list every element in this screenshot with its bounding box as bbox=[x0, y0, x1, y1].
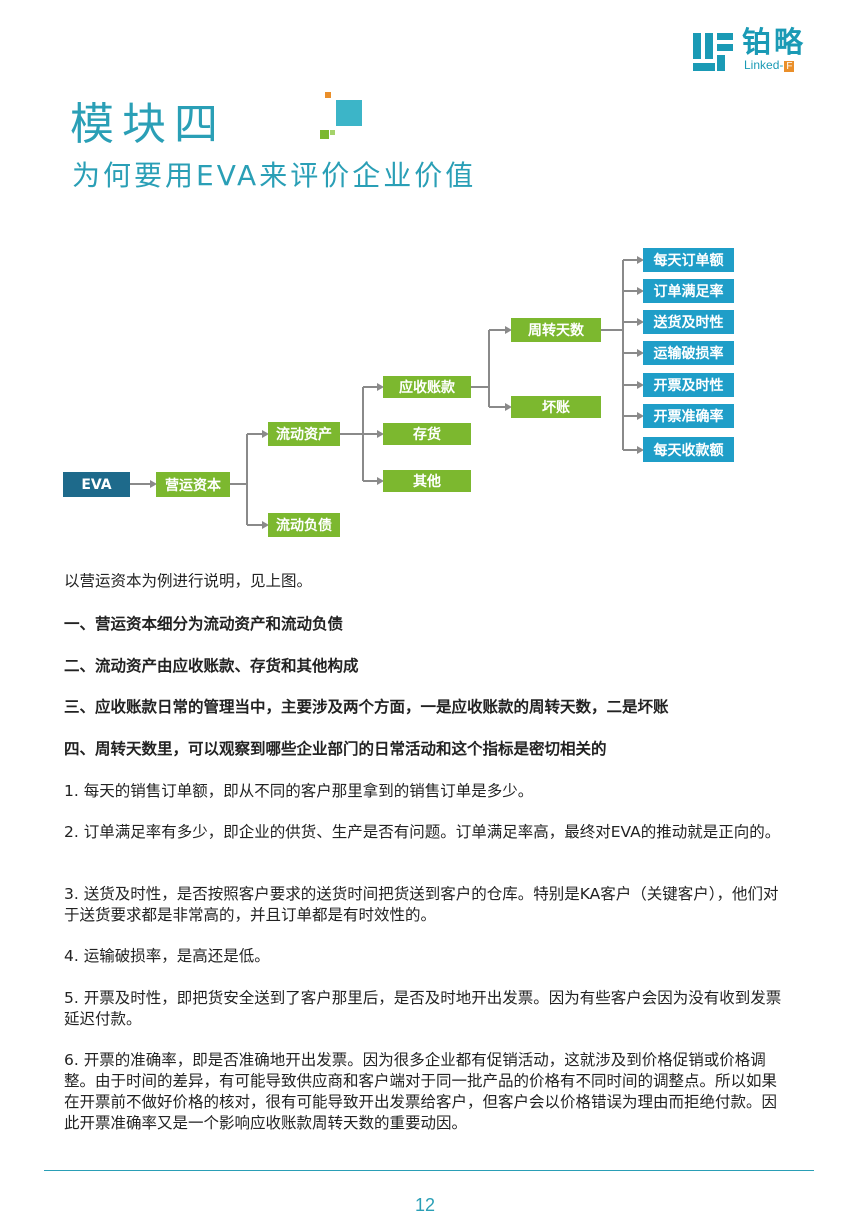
logo-chinese-name: 铂略 bbox=[742, 25, 807, 59]
node-other: 其他 bbox=[383, 470, 471, 492]
item-5: 5. 开票及时性，即把货安全送到了客户那里后，是否及时地开出发票。因为有些客户会… bbox=[64, 989, 782, 1028]
node-inventory: 存货 bbox=[383, 423, 471, 445]
tree-connectors bbox=[130, 256, 644, 529]
item-6: 6. 开票的准确率，即是否准确地开出发票。因为很多企业都有促销活动，这就涉及到价… bbox=[64, 1051, 778, 1132]
node-transport-damage-rate: 运输破损率 bbox=[643, 341, 734, 365]
decor-square-orange bbox=[325, 92, 331, 98]
decor-square-green-small bbox=[320, 130, 329, 139]
node-bad-debt: 坏账 bbox=[511, 396, 601, 418]
logo-english-name: Linked-F bbox=[744, 58, 795, 72]
node-delivery-timeliness: 送货及时性 bbox=[643, 310, 734, 334]
point-4: 四、周转天数里，可以观察到哪些企业部门的日常活动和这个指标是密切相关的 bbox=[64, 740, 607, 758]
item-1: 1. 每天的销售订单额，即从不同的客户那里拿到的销售订单是多少。 bbox=[64, 782, 534, 800]
node-daily-order-amount: 每天订单额 bbox=[643, 248, 734, 272]
node-invoicing-timeliness: 开票及时性 bbox=[643, 373, 734, 397]
linked-f-logo-mark bbox=[693, 33, 733, 71]
item-2: 2. 订单满足率有多少，即企业的供货、生产是否有问题。订单满足率高，最终对EVA… bbox=[64, 823, 781, 841]
intro-text: 以营运资本为例进行说明，见上图。 bbox=[64, 572, 313, 590]
footer-divider bbox=[44, 1170, 814, 1171]
node-daily-collection-amount: 每天收款额 bbox=[643, 437, 734, 462]
logo-english-text: Linked- bbox=[744, 58, 784, 72]
decor-square-green-tiny bbox=[330, 130, 335, 135]
node-accounts-receivable: 应收账款 bbox=[383, 376, 471, 398]
item-3: 3. 送货及时性，是否按照客户要求的送货时间把货送到客户的仓库。特别是KA客户（… bbox=[64, 885, 779, 924]
point-3: 三、应收账款日常的管理当中，主要涉及两个方面，一是应收账款的周转天数，二是坏账 bbox=[64, 698, 669, 716]
page-number: 12 bbox=[414, 1195, 436, 1215]
node-invoice-accuracy: 开票准确率 bbox=[643, 404, 734, 428]
node-working-capital: 营运资本 bbox=[156, 472, 230, 497]
node-current-liabilities: 流动负债 bbox=[268, 513, 340, 537]
module-subtitle: 为何要用EVA来评价企业价值 bbox=[72, 159, 477, 192]
module-title: 模块四 bbox=[70, 99, 226, 150]
node-turnover-days: 周转天数 bbox=[511, 318, 601, 342]
point-1: 一、营运资本细分为流动资产和流动负债 bbox=[64, 615, 344, 633]
item-4: 4. 运输破损率，是高还是低。 bbox=[64, 947, 270, 965]
decor-square-teal bbox=[336, 100, 362, 126]
node-order-fill-rate: 订单满足率 bbox=[643, 279, 734, 303]
logo-f-mark: F bbox=[784, 61, 795, 72]
node-current-assets: 流动资产 bbox=[268, 422, 340, 446]
node-eva: EVA bbox=[63, 472, 130, 497]
point-2: 二、流动资产由应收账款、存货和其他构成 bbox=[64, 657, 359, 675]
